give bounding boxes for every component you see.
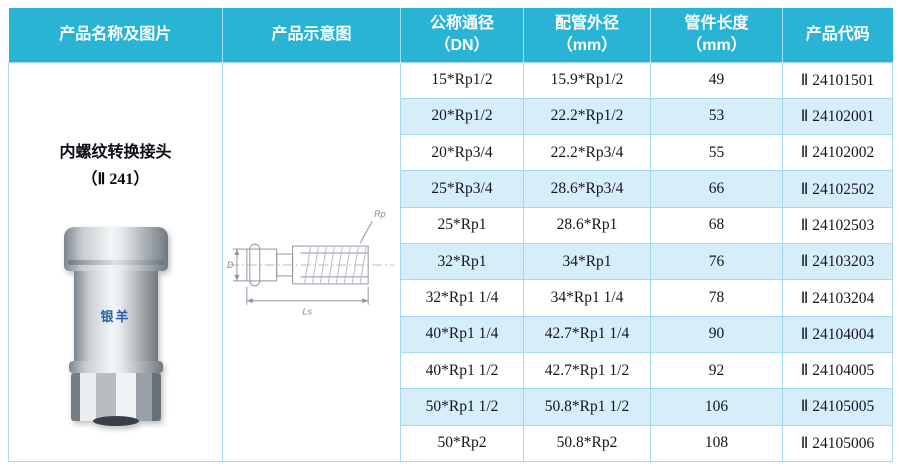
table-row: 32*Rp1 1/4 34*Rp1 1/4 78 Ⅱ 24103204 [9, 279, 893, 317]
header-nominal-diameter: 公称通径 （DN） [400, 8, 524, 62]
table-header-row: 产品名称及图片 产品示意图 公称通径 （DN） 配管外径 （mm） 管件长度 （… [8, 8, 893, 62]
cell-code: Ⅱ 24104004 [782, 315, 893, 354]
cell-length: 53 [650, 97, 783, 136]
cell-code: Ⅱ 24104005 [782, 351, 893, 390]
cell-code: Ⅱ 24102001 [782, 97, 893, 136]
collar-groove [67, 259, 164, 265]
brand-label: 银羊 [100, 309, 131, 325]
cell-dn: 32*Rp1 [400, 243, 524, 281]
cell-length: 66 [650, 170, 783, 208]
cell-length: 55 [650, 134, 783, 172]
table-row: 40*Rp1 1/4 42.7*Rp1 1/4 90 Ⅱ 24104004 [9, 315, 893, 354]
cell-length: 92 [650, 351, 783, 390]
cell-od: 50.8*Rp2 [523, 424, 651, 463]
cell-dn: 50*Rp2 [400, 424, 524, 463]
dim-label-ls: Ls [303, 306, 313, 316]
cell-length: 76 [650, 243, 783, 281]
cell-od: 22.2*Rp1/2 [523, 97, 651, 136]
spec-table: 产品名称及图片 产品示意图 公称通径 （DN） 配管外径 （mm） 管件长度 （… [8, 8, 893, 463]
product-name: 内螺纹转换接头 [59, 143, 172, 161]
cell-od: 22.2*Rp3/4 [523, 134, 651, 172]
cell-od: 34*Rp1 [523, 243, 651, 281]
table-row: 50*Rp1 1/2 50.8*Rp1 1/2 106 Ⅱ 24105005 [9, 388, 893, 426]
fitting-body: 银羊 [73, 270, 158, 361]
cell-code: Ⅱ 24105006 [782, 424, 893, 463]
header-pipe-od: 配管外径 （mm） [523, 8, 651, 62]
table-row: 50*Rp2 50.8*Rp2 108 Ⅱ 24105006 [9, 424, 893, 463]
cell-code: Ⅱ 24103203 [782, 243, 893, 281]
cell-dn: 32*Rp1 1/4 [400, 279, 524, 317]
table-row: 20*Rp3/4 22.2*Rp3/4 55 Ⅱ 24102002 [9, 134, 893, 172]
cell-length: 108 [650, 424, 783, 463]
table-row: 20*Rp1/2 22.2*Rp1/2 53 Ⅱ 24102001 [9, 97, 893, 136]
cell-dn: 20*Rp1/2 [400, 97, 524, 136]
cell-length: 68 [650, 206, 783, 245]
schematic-drawing-icon: Rp D Ls [227, 209, 395, 316]
cell-dn: 40*Rp1 1/2 [400, 351, 524, 390]
cell-od: 42.7*Rp1 1/2 [523, 351, 651, 390]
hex-nut [70, 372, 161, 421]
product-model: （Ⅱ 241） [81, 170, 150, 188]
cell-dn: 50*Rp1 1/2 [400, 388, 524, 426]
dim-label-d: D [227, 260, 234, 270]
cell-length: 78 [650, 279, 783, 317]
header-product-name: 产品名称及图片 [8, 8, 223, 62]
cell-length: 49 [650, 61, 783, 99]
cell-od: 28.6*Rp3/4 [523, 170, 651, 208]
press-collar [63, 226, 168, 271]
table-row: 25*Rp3/4 28.6*Rp3/4 66 Ⅱ 24102502 [9, 170, 893, 208]
cell-od: 28.6*Rp1 [523, 206, 651, 245]
cell-code: Ⅱ 24103204 [782, 279, 893, 317]
cell-od: 42.7*Rp1 1/4 [523, 315, 651, 354]
header-fitting-length: 管件长度 （mm） [650, 8, 783, 62]
cell-length: 90 [650, 315, 783, 354]
cell-dn: 20*Rp3/4 [400, 134, 524, 172]
cell-od: 50.8*Rp1 1/2 [523, 388, 651, 426]
cell-code: Ⅱ 24102503 [782, 206, 893, 245]
cell-dn: 25*Rp3/4 [400, 170, 524, 208]
table-row: 25*Rp1 28.6*Rp1 68 Ⅱ 24102503 [9, 206, 893, 245]
table-row: 32*Rp1 34*Rp1 76 Ⅱ 24103203 [9, 243, 893, 281]
cell-od: 15.9*Rp1/2 [523, 61, 651, 99]
cell-code: Ⅱ 24101501 [782, 61, 893, 99]
product-name-block: 内螺纹转换接头 （Ⅱ 241） [59, 139, 171, 193]
cell-length: 106 [650, 388, 783, 426]
header-product-code: 产品代码 [782, 8, 893, 62]
cell-od: 34*Rp1 1/4 [523, 279, 651, 317]
product-photo: 银羊 [63, 226, 168, 426]
cell-code: Ⅱ 24102502 [782, 170, 893, 208]
table-row: 内螺纹转换接头 （Ⅱ 241） 银羊 [8, 61, 893, 462]
header-diagram: 产品示意图 [222, 8, 401, 62]
cell-code: Ⅱ 24105005 [782, 388, 893, 426]
cell-code: Ⅱ 24102002 [782, 134, 893, 172]
diagram-cell: Rp D Ls [222, 61, 401, 462]
thread-mouth [92, 415, 139, 426]
table-row: 40*Rp1 1/2 42.7*Rp1 1/2 92 Ⅱ 24104005 [9, 351, 893, 390]
dim-label-rp: Rp [374, 209, 385, 219]
cell-dn: 40*Rp1 1/4 [400, 315, 524, 354]
cell-dn: 15*Rp1/2 [400, 61, 524, 99]
fitting-shoulder [68, 360, 163, 373]
cell-dn: 25*Rp1 [400, 206, 524, 245]
product-cell: 内螺纹转换接头 （Ⅱ 241） 银羊 [8, 61, 223, 462]
